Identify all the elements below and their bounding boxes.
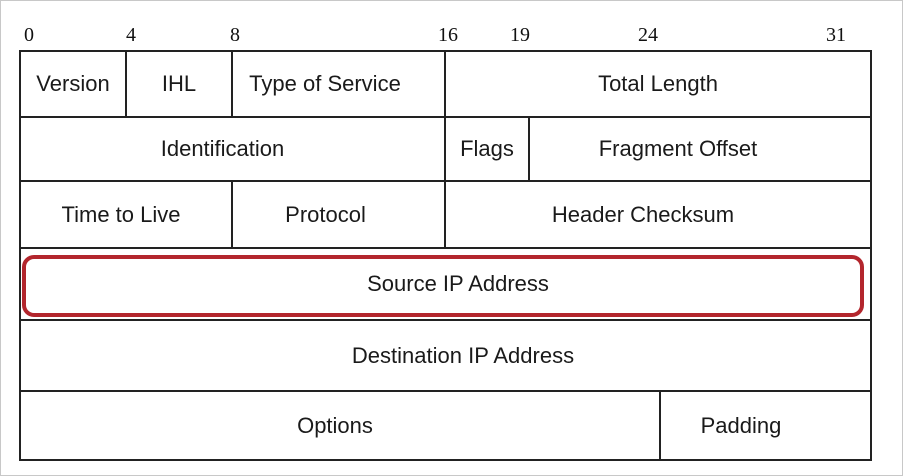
field-padding: Padding [700,412,782,438]
field-time-to-live: Time to Live [61,201,181,227]
grid-line [528,116,530,182]
source-ip-highlight [22,255,864,317]
field-options: Options [297,412,373,438]
field-destination-ip-address: Destination IP Address [351,342,575,368]
grid-line [19,390,872,392]
grid-line [19,319,872,321]
grid-line [125,50,127,118]
grid-line [231,180,233,249]
field-fragment-offset: Fragment Offset [598,136,758,161]
grid-line [444,116,446,182]
bit-label-24: 24 [638,24,658,46]
field-flags: Flags [460,136,514,161]
field-type-of-service: Type of Service [249,71,401,96]
grid-line [870,50,872,461]
field-version: Version [36,71,110,96]
bit-label-4: 4 [126,24,136,46]
field-header-checksum: Header Checksum [551,201,735,227]
grid-line [231,50,233,118]
grid-line [659,390,661,461]
field-total-length: Total Length [598,71,718,96]
grid-line [444,50,446,118]
field-ihl: IHL [161,71,197,96]
bit-label-19: 19 [510,24,530,46]
bit-label-0: 0 [24,24,34,46]
field-source-ip-address: Source IP Address [367,271,549,296]
grid-line [444,180,446,249]
field-identification: Identification [160,136,285,161]
grid-line [19,50,21,461]
bit-label-8: 8 [230,24,240,46]
bit-label-31: 31 [826,24,846,46]
grid-line [19,459,872,461]
field-protocol: Protocol [285,201,366,227]
bit-label-16: 16 [438,24,458,46]
